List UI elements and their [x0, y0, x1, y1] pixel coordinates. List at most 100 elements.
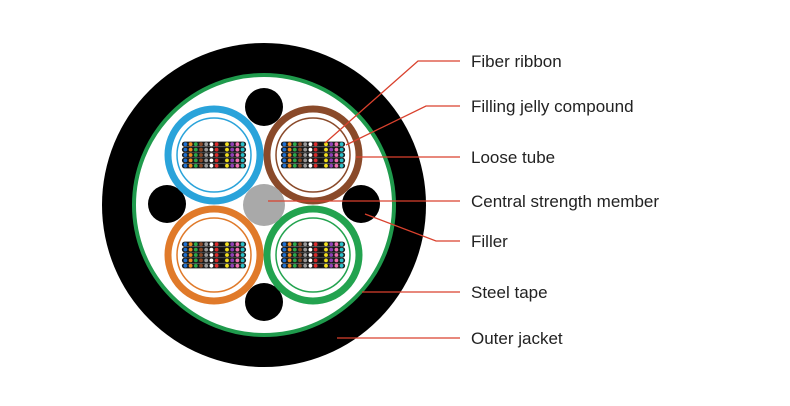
optical-fiber: [329, 158, 334, 163]
optical-fiber: [308, 142, 313, 147]
optical-fiber: [339, 142, 344, 147]
label-filler: Filler: [471, 232, 508, 251]
optical-fiber: [287, 253, 292, 257]
optical-fiber: [230, 158, 235, 163]
optical-fiber: [292, 253, 297, 257]
optical-fiber: [219, 153, 224, 157]
optical-fiber: [329, 142, 334, 147]
optical-fiber: [230, 263, 235, 268]
loose-tube-orange: [164, 205, 264, 305]
optical-fiber: [313, 263, 318, 268]
optical-fiber: [188, 247, 193, 252]
optical-fiber: [287, 258, 292, 263]
optical-fiber: [303, 258, 308, 263]
optical-fiber: [183, 242, 188, 247]
optical-fiber: [209, 242, 214, 247]
optical-fiber: [298, 253, 302, 257]
optical-fiber: [183, 142, 188, 147]
optical-fiber: [339, 153, 344, 157]
optical-fiber: [193, 258, 198, 263]
loose-tube-blue: [164, 105, 264, 205]
optical-fiber: [193, 142, 198, 147]
fiber-ribbon: [280, 141, 346, 147]
optical-fiber: [298, 158, 302, 163]
optical-fiber: [318, 253, 323, 257]
optical-fiber: [193, 253, 198, 257]
optical-fiber: [313, 158, 318, 163]
optical-fiber: [209, 253, 214, 257]
optical-fiber: [199, 253, 203, 257]
optical-fiber: [235, 258, 240, 263]
optical-fiber: [214, 242, 219, 247]
optical-fiber: [324, 158, 328, 163]
optical-fiber: [204, 158, 209, 163]
optical-fiber: [298, 263, 302, 268]
optical-fiber: [235, 253, 240, 257]
optical-fiber: [303, 242, 308, 247]
optical-fiber: [183, 147, 188, 152]
optical-fiber: [318, 158, 323, 163]
optical-fiber: [214, 147, 219, 152]
optical-fiber: [230, 247, 235, 252]
optical-fiber: [199, 242, 203, 247]
optical-fiber: [240, 247, 245, 252]
fiber-ribbon: [181, 241, 247, 247]
optical-fiber: [214, 142, 219, 147]
optical-fiber: [183, 253, 188, 257]
optical-fiber: [219, 242, 224, 247]
optical-fiber: [324, 142, 328, 147]
optical-fiber: [308, 247, 313, 252]
optical-fiber: [339, 253, 344, 257]
label-steel-tape: Steel tape: [471, 283, 548, 302]
optical-fiber: [183, 263, 188, 268]
optical-fiber: [199, 258, 203, 263]
optical-fiber: [282, 147, 287, 152]
optical-fiber: [329, 153, 334, 157]
fiber-ribbon: [280, 252, 346, 258]
optical-fiber: [292, 158, 297, 163]
optical-fiber: [287, 163, 292, 168]
optical-fiber: [339, 263, 344, 268]
optical-fiber: [334, 153, 339, 157]
optical-fiber: [225, 253, 229, 257]
optical-fiber: [298, 147, 302, 152]
optical-fiber: [235, 142, 240, 147]
fiber-ribbon: [181, 257, 247, 263]
loose-tube-brown: [263, 105, 363, 205]
fiber-ribbon: [280, 157, 346, 163]
optical-fiber: [334, 147, 339, 152]
optical-fiber: [313, 163, 318, 168]
optical-fiber: [209, 147, 214, 152]
optical-fiber: [209, 142, 214, 147]
optical-fiber: [329, 247, 334, 252]
filler-top: [245, 88, 283, 126]
optical-fiber: [199, 158, 203, 163]
optical-fiber: [292, 247, 297, 252]
fiber-ribbon: [181, 247, 247, 253]
optical-fiber: [230, 147, 235, 152]
fiber-ribbon: [280, 247, 346, 253]
optical-fiber: [204, 142, 209, 147]
optical-fiber: [318, 242, 323, 247]
optical-fiber: [209, 247, 214, 252]
optical-fiber: [318, 247, 323, 252]
optical-fiber: [240, 263, 245, 268]
optical-fiber: [183, 153, 188, 157]
optical-fiber: [329, 242, 334, 247]
optical-fiber: [298, 242, 302, 247]
optical-fiber: [188, 142, 193, 147]
optical-fiber: [183, 258, 188, 263]
fiber-ribbon: [181, 141, 247, 147]
optical-fiber: [324, 163, 328, 168]
optical-fiber: [214, 253, 219, 257]
filler-bottom: [245, 283, 283, 321]
optical-fiber: [214, 263, 219, 268]
optical-fiber: [204, 263, 209, 268]
fiber-ribbon: [280, 152, 346, 158]
leader-filler: [364, 213, 460, 242]
optical-fiber: [292, 258, 297, 263]
optical-fiber: [313, 242, 318, 247]
optical-fiber: [240, 258, 245, 263]
optical-fiber: [240, 242, 245, 247]
